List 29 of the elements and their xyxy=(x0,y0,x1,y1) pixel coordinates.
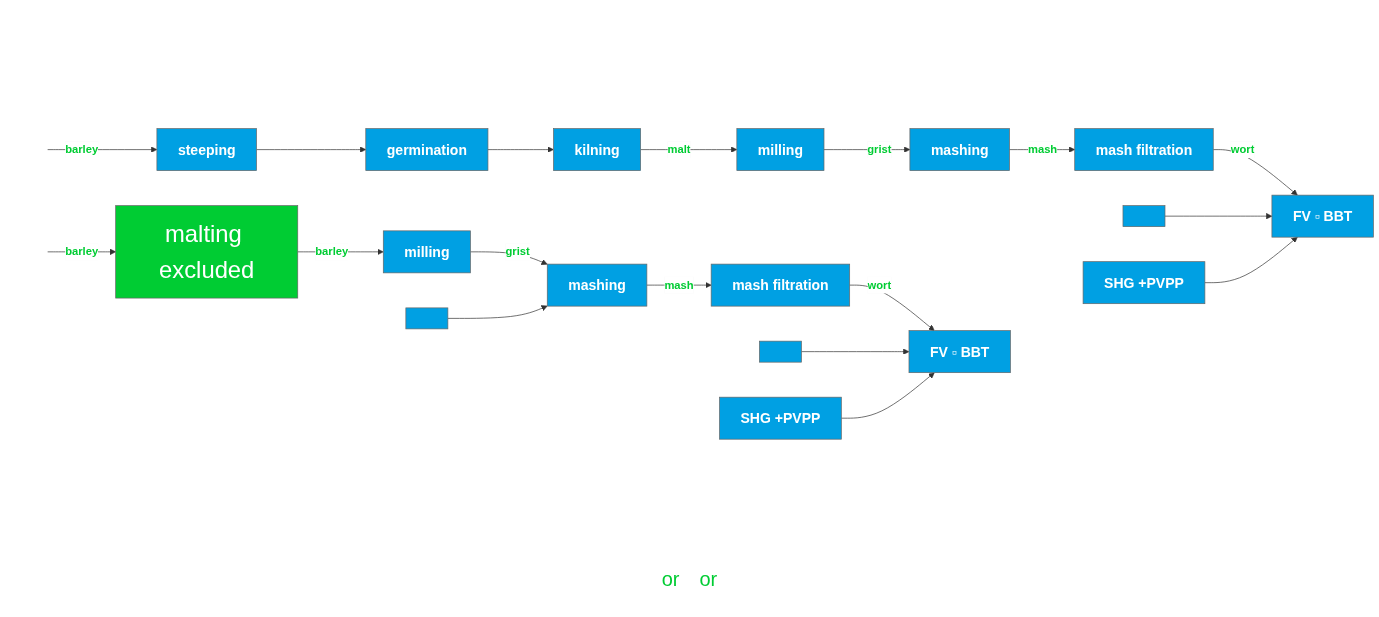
node-box: SHG +PVPP xyxy=(1082,261,1206,304)
node-box: mash filtration xyxy=(1074,128,1214,171)
node-box xyxy=(405,307,449,330)
edge-label: wort xyxy=(867,278,892,291)
node-box: malting excluded xyxy=(115,205,299,299)
node-box: mashing xyxy=(909,128,1010,171)
edge-label: mash xyxy=(1027,143,1058,156)
node-box: SHG +PVPP xyxy=(719,396,842,440)
node-box: milling xyxy=(736,128,825,171)
note-label: or xyxy=(661,567,680,591)
note-label: or xyxy=(699,567,718,591)
edge-label: wort xyxy=(1230,143,1255,156)
node-box: FV ▫ BBT xyxy=(1271,194,1374,238)
node-box: kilning xyxy=(553,128,641,171)
node-box: mashing xyxy=(546,263,648,307)
edge-label: grist xyxy=(505,245,530,258)
edge-label: barley xyxy=(65,143,99,156)
node-box xyxy=(759,340,802,363)
edge-label: barley xyxy=(65,245,99,258)
node-box: steeping xyxy=(156,128,257,171)
node-box: germination xyxy=(365,128,489,171)
edge-label: malt xyxy=(667,143,691,156)
node-box: FV ▫ BBT xyxy=(908,330,1011,373)
edge-label: barley xyxy=(315,245,349,258)
node-box xyxy=(1122,205,1166,227)
edge-label: mash xyxy=(664,278,694,291)
node-box: mash filtration xyxy=(710,263,851,307)
edge-label: grist xyxy=(867,143,892,156)
node-box: milling xyxy=(382,230,471,274)
